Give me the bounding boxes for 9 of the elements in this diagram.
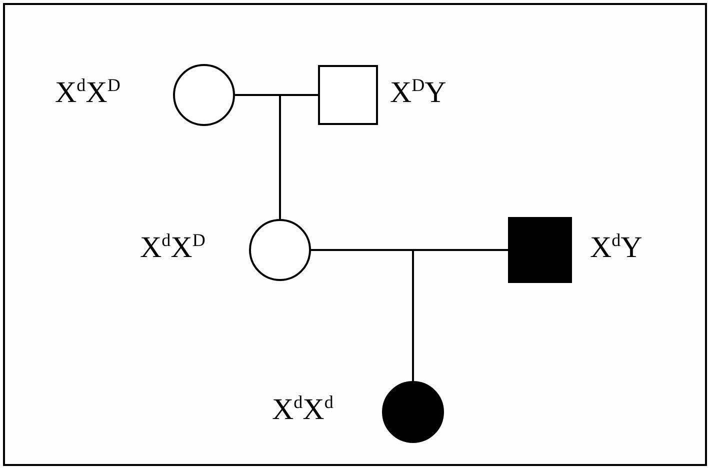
genotype-label: X$^{d}$X$^{d}$ (272, 395, 334, 425)
affected-male-square (508, 217, 572, 283)
genotype-label: X$^{d}$Y (590, 233, 642, 263)
genotype-label: X$^{d}$X$^{D}$ (140, 233, 206, 263)
unaffected-male-square (318, 65, 378, 125)
descent-line (412, 249, 508, 381)
genotype-label: X$^{D}$Y (390, 78, 446, 108)
descent-line (279, 94, 318, 219)
genotype-label: X$^{d}$X$^{D}$ (55, 78, 120, 108)
